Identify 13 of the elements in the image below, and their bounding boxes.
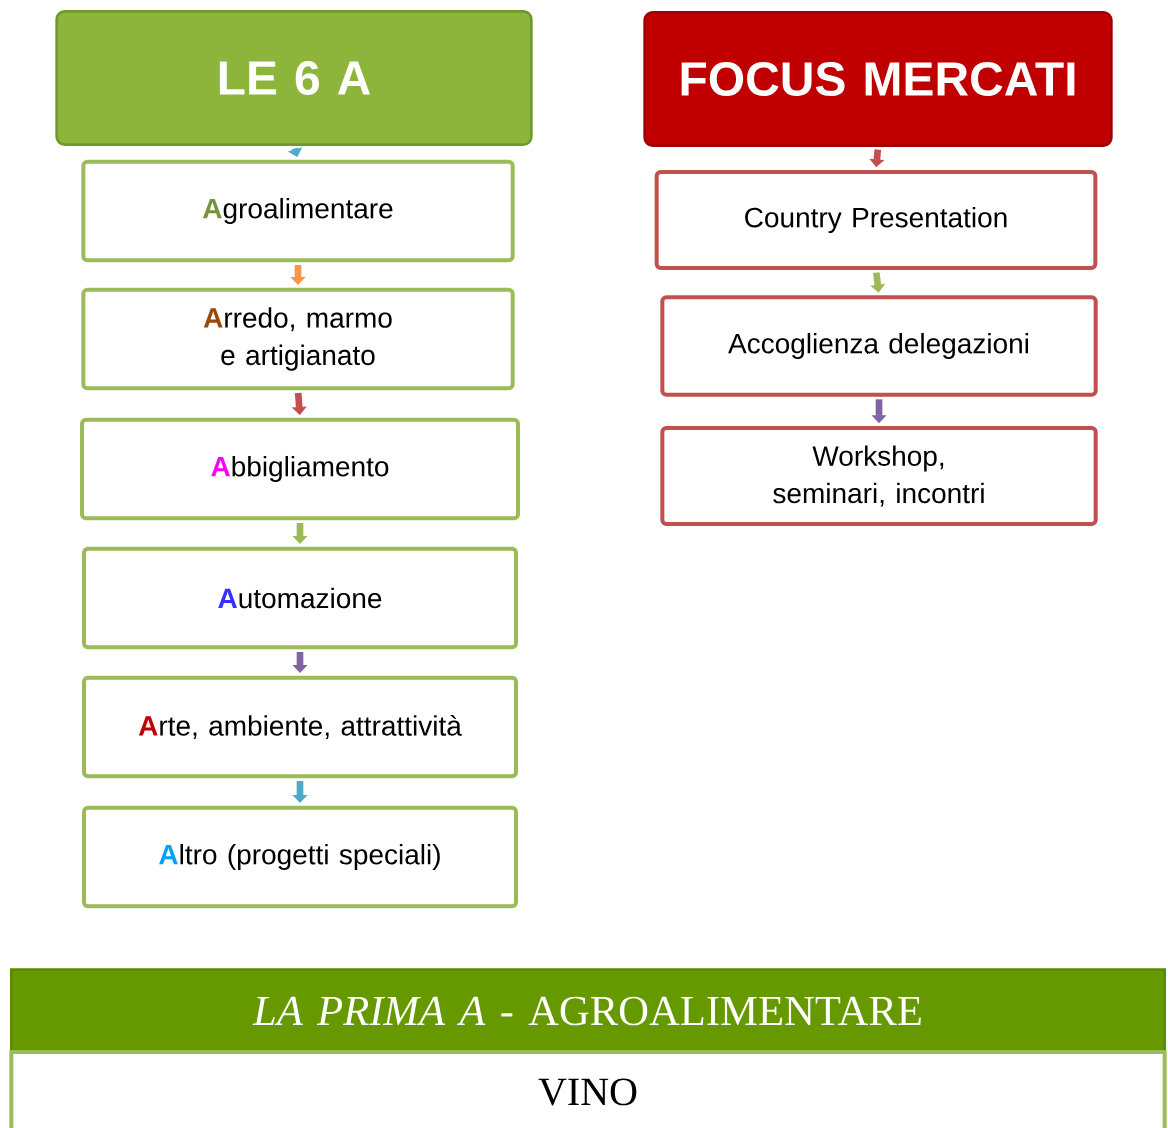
process-box: Accoglienza delegazioni (660, 295, 1098, 397)
header-box: LE 6 A (55, 10, 533, 146)
process-box: Arte, ambiente, attrattività (82, 675, 518, 779)
process-box: Country Presentation (654, 170, 1098, 270)
process-box: Altro (progetti speciali) (82, 805, 518, 909)
process-box: Arredo, marmo e artigianato (81, 287, 515, 391)
process-box: Agroalimentare (81, 159, 515, 263)
header-box: FOCUS MERCATI (643, 11, 1113, 147)
title-band: LA PRIMA A - AGROALIMENTARE (10, 968, 1166, 1054)
process-box: Automazione (82, 546, 518, 650)
content-box: VINO (9, 1050, 1167, 1128)
process-box: Workshop, seminari, incontri (660, 426, 1098, 526)
process-box: Abbigliamento (80, 417, 520, 521)
